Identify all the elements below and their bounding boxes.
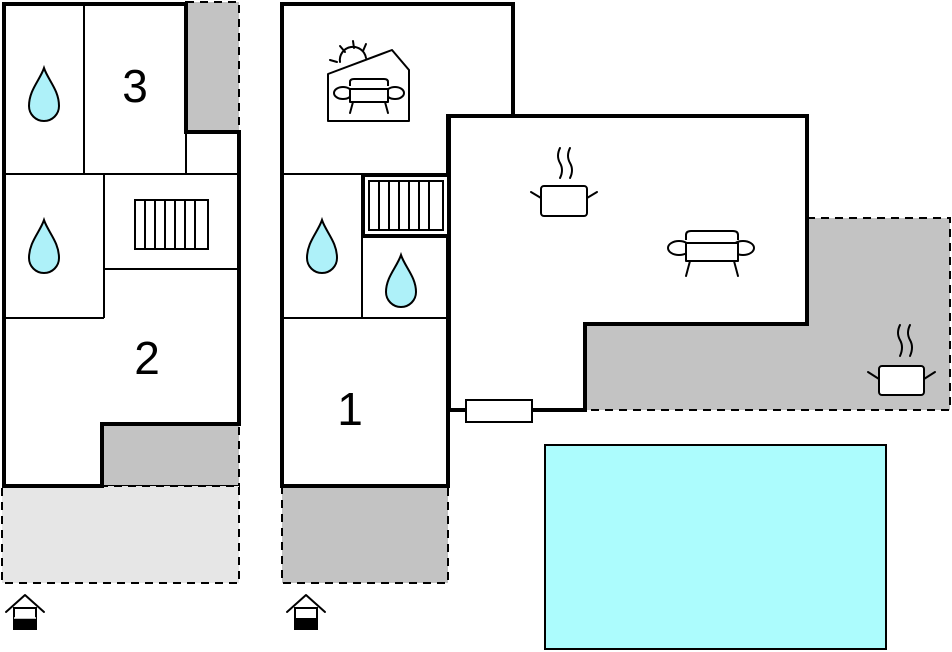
water-drop-icon: [27, 64, 61, 122]
left-building: [2, 2, 241, 488]
cooking-pot-icon: [530, 147, 598, 217]
outdoor-area-left-front: [1, 485, 240, 584]
swimming-pool: [544, 444, 887, 650]
house-entrance-icon: [5, 594, 45, 630]
stairs-icon: [134, 199, 209, 250]
outdoor-area-left-strip: [185, 1, 240, 133]
stairs-icon: [363, 175, 449, 236]
house-entrance-icon: [286, 594, 326, 630]
water-drop-icon: [305, 216, 339, 274]
fireplace-icon: [465, 399, 533, 423]
sun-icon: [329, 40, 367, 63]
room-number-3: 3: [122, 60, 148, 112]
outdoor-area-left-step: [101, 423, 240, 487]
sofa-icon: [333, 78, 405, 114]
outdoor-area-middle-front: [281, 485, 449, 584]
room-number-1: 1: [337, 383, 363, 435]
room-number-2: 2: [134, 332, 160, 384]
water-drop-icon: [384, 251, 418, 308]
cooking-pot-icon: [867, 324, 936, 396]
sofa-icon: [667, 230, 755, 277]
outdoor-areas: [1, 1, 951, 584]
water-drop-icon: [27, 216, 61, 274]
living-area: [448, 4, 809, 412]
